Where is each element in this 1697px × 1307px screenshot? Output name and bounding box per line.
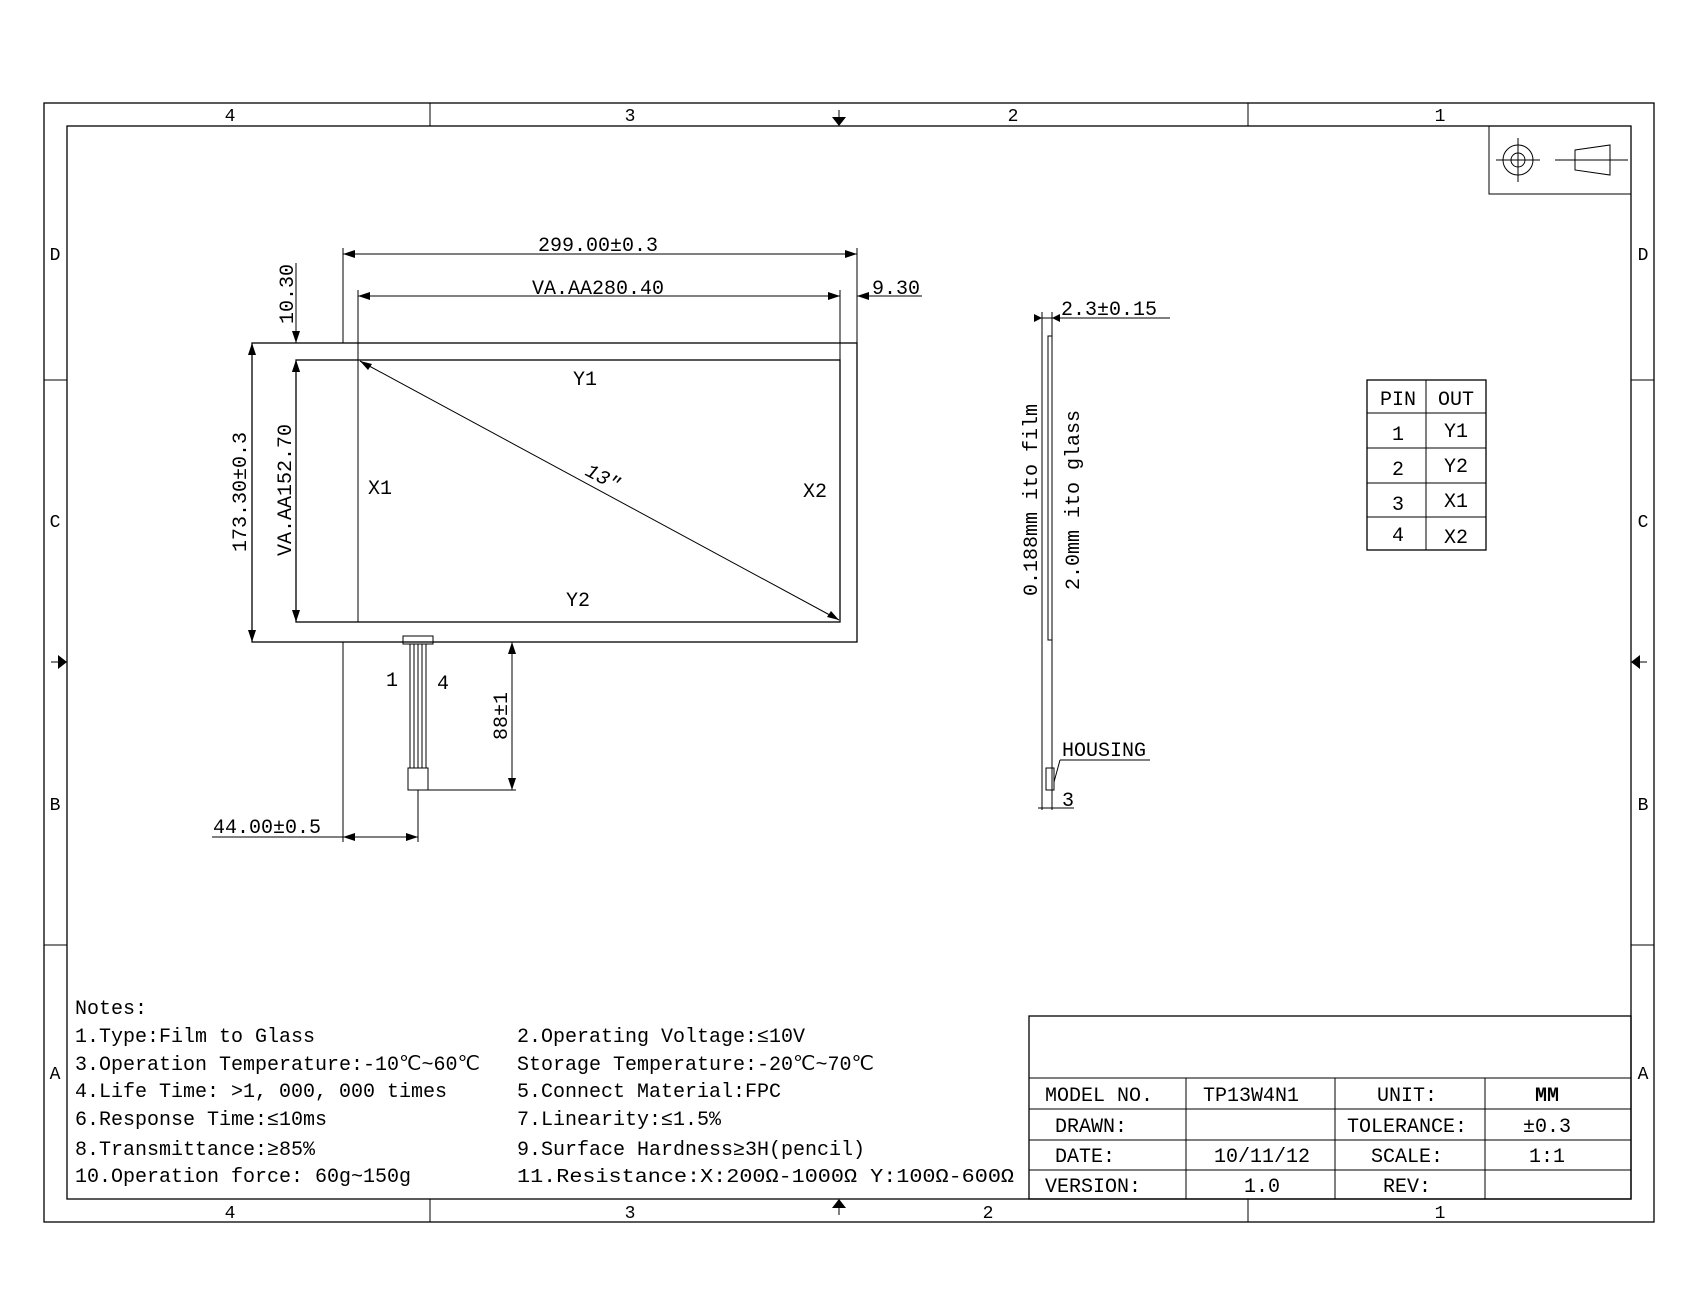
title-block-label: REV: (1383, 1176, 1431, 1199)
title-block-label: DRAWN: (1055, 1116, 1127, 1139)
label-x1: X1 (368, 478, 392, 501)
row-label: D (50, 246, 61, 266)
title-block-label: SCALE: (1371, 1146, 1443, 1169)
fpc-length-dim: 88±1 (491, 692, 514, 740)
title-block-label: UNIT: (1377, 1085, 1437, 1108)
title-block-label: VERSION: (1045, 1176, 1141, 1199)
pin-number: 4 (1392, 525, 1404, 548)
title-block-label: MODEL NO. (1045, 1085, 1153, 1108)
label-x2: X2 (803, 481, 827, 504)
inner-border (66, 125, 1632, 1200)
center-mark-top-icon (832, 117, 846, 126)
row-label: C (50, 513, 61, 533)
center-mark-bottom-icon (832, 1199, 846, 1208)
note-line: Storage Temperature:-20℃~70℃ (517, 1054, 874, 1077)
side-view: 2.3±0.15 0.188mm ito film 2.0mm ito glas… (1021, 299, 1170, 813)
housing-dim: 3 (1062, 790, 1074, 813)
fpc-pin-first: 1 (386, 670, 398, 693)
column-label: 2 (983, 1204, 994, 1224)
drawing-frame: 4 3 2 1 4 3 2 1 D C B A D C B A (43, 102, 1655, 1224)
center-mark-left-icon (58, 655, 67, 669)
pin-number: 2 (1392, 459, 1404, 482)
projection-symbol-icon (1488, 125, 1632, 195)
note-line: 9.Surface Hardness≥3H(pencil) (517, 1139, 865, 1162)
model-number: TP13W4N1 (1203, 1085, 1299, 1108)
view-area-width-dim: VA.AA280.40 (532, 278, 664, 301)
note-line: 7.Linearity:≤1.5% (517, 1109, 722, 1132)
notes-title: Notes: (75, 998, 147, 1021)
column-label: 4 (225, 107, 236, 127)
pin-output: X1 (1444, 491, 1468, 514)
pin-output: Y2 (1444, 456, 1468, 479)
right-margin-dim: 9.30 (872, 278, 920, 301)
label-y2: Y2 (566, 590, 590, 613)
column-label: 1 (1435, 107, 1446, 127)
pin-table: PIN OUT 1 Y1 2 Y2 3 X1 4 X2 (1366, 379, 1487, 551)
film-layer-label: 0.188mm ito film (1021, 404, 1044, 596)
panel-outline (251, 342, 858, 643)
scale-value: 1:1 (1529, 1146, 1565, 1169)
column-label: 4 (225, 1204, 236, 1224)
pin-table-header: OUT (1438, 389, 1474, 412)
row-label: A (50, 1065, 61, 1085)
pin-number: 3 (1392, 494, 1404, 517)
diagonal-line (359, 360, 840, 621)
pin-output: X2 (1444, 527, 1468, 550)
glass-layer-label: 2.0mm ito glass (1063, 410, 1086, 590)
note-line: 2.Operating Voltage:≤10V (517, 1026, 805, 1049)
row-label: B (1638, 796, 1649, 816)
outer-border (43, 102, 1655, 1223)
front-view: Y1 Y2 X1 X2 13" 299.00±0.3 VA.AA280.40 9… (212, 235, 922, 842)
column-label: 2 (1008, 107, 1019, 127)
view-area-height-dim: VA.AA152.70 (275, 424, 298, 556)
top-margin-dim: 10.30 (277, 264, 300, 324)
title-block-label: TOLERANCE: (1347, 1116, 1467, 1139)
note-line: 8.Transmittance:≥85% (75, 1139, 316, 1162)
note-line: 3.Operation Temperature:-10℃~60℃ (75, 1054, 480, 1077)
notes: Notes: 1.Type:Film to Glass 3.Operation … (75, 998, 1014, 1189)
note-line: 5.Connect Material:FPC (517, 1081, 781, 1104)
pin-table-header: PIN (1380, 389, 1416, 412)
overall-width-dim: 299.00±0.3 (538, 235, 658, 258)
row-label: C (1638, 513, 1649, 533)
title-block-label: DATE: (1055, 1146, 1115, 1169)
overall-height-dim: 173.30±0.3 (230, 432, 253, 552)
column-label: 3 (625, 1204, 636, 1224)
column-label: 1 (1435, 1204, 1446, 1224)
tolerance-value: ±0.3 (1523, 1116, 1571, 1139)
housing-label: HOUSING (1062, 740, 1146, 763)
column-label: 3 (625, 107, 636, 127)
row-label: D (1638, 246, 1649, 266)
unit-value: MM (1535, 1085, 1559, 1108)
date-value: 10/11/12 (1214, 1146, 1310, 1169)
label-y1: Y1 (573, 369, 597, 392)
note-line: 10.Operation force: 60g~150g (75, 1166, 411, 1189)
fpc-pin-last: 4 (437, 673, 449, 696)
note-line: 1.Type:Film to Glass (75, 1026, 315, 1049)
pin-output: Y1 (1444, 421, 1468, 444)
center-mark-right-icon (1631, 655, 1640, 669)
note-line: 4.Life Time: >1, 000, 000 times (75, 1081, 447, 1104)
thickness-dim: 2.3±0.15 (1061, 299, 1157, 322)
note-line: 6.Response Time:≤10ms (75, 1109, 327, 1132)
fpc-tail: 1 4 (386, 635, 449, 791)
note-line: 11.Resistance:X:200Ω-1000Ω Y:100Ω-600Ω (517, 1166, 1014, 1188)
pin-number: 1 (1392, 424, 1404, 447)
row-label: B (50, 796, 61, 816)
version-value: 1.0 (1244, 1176, 1280, 1199)
title-block: MODEL NO. TP13W4N1 UNIT: MM DRAWN: TOLER… (1028, 1015, 1632, 1200)
fpc-offset-dim: 44.00±0.5 (213, 817, 321, 840)
row-label: A (1638, 1065, 1649, 1085)
